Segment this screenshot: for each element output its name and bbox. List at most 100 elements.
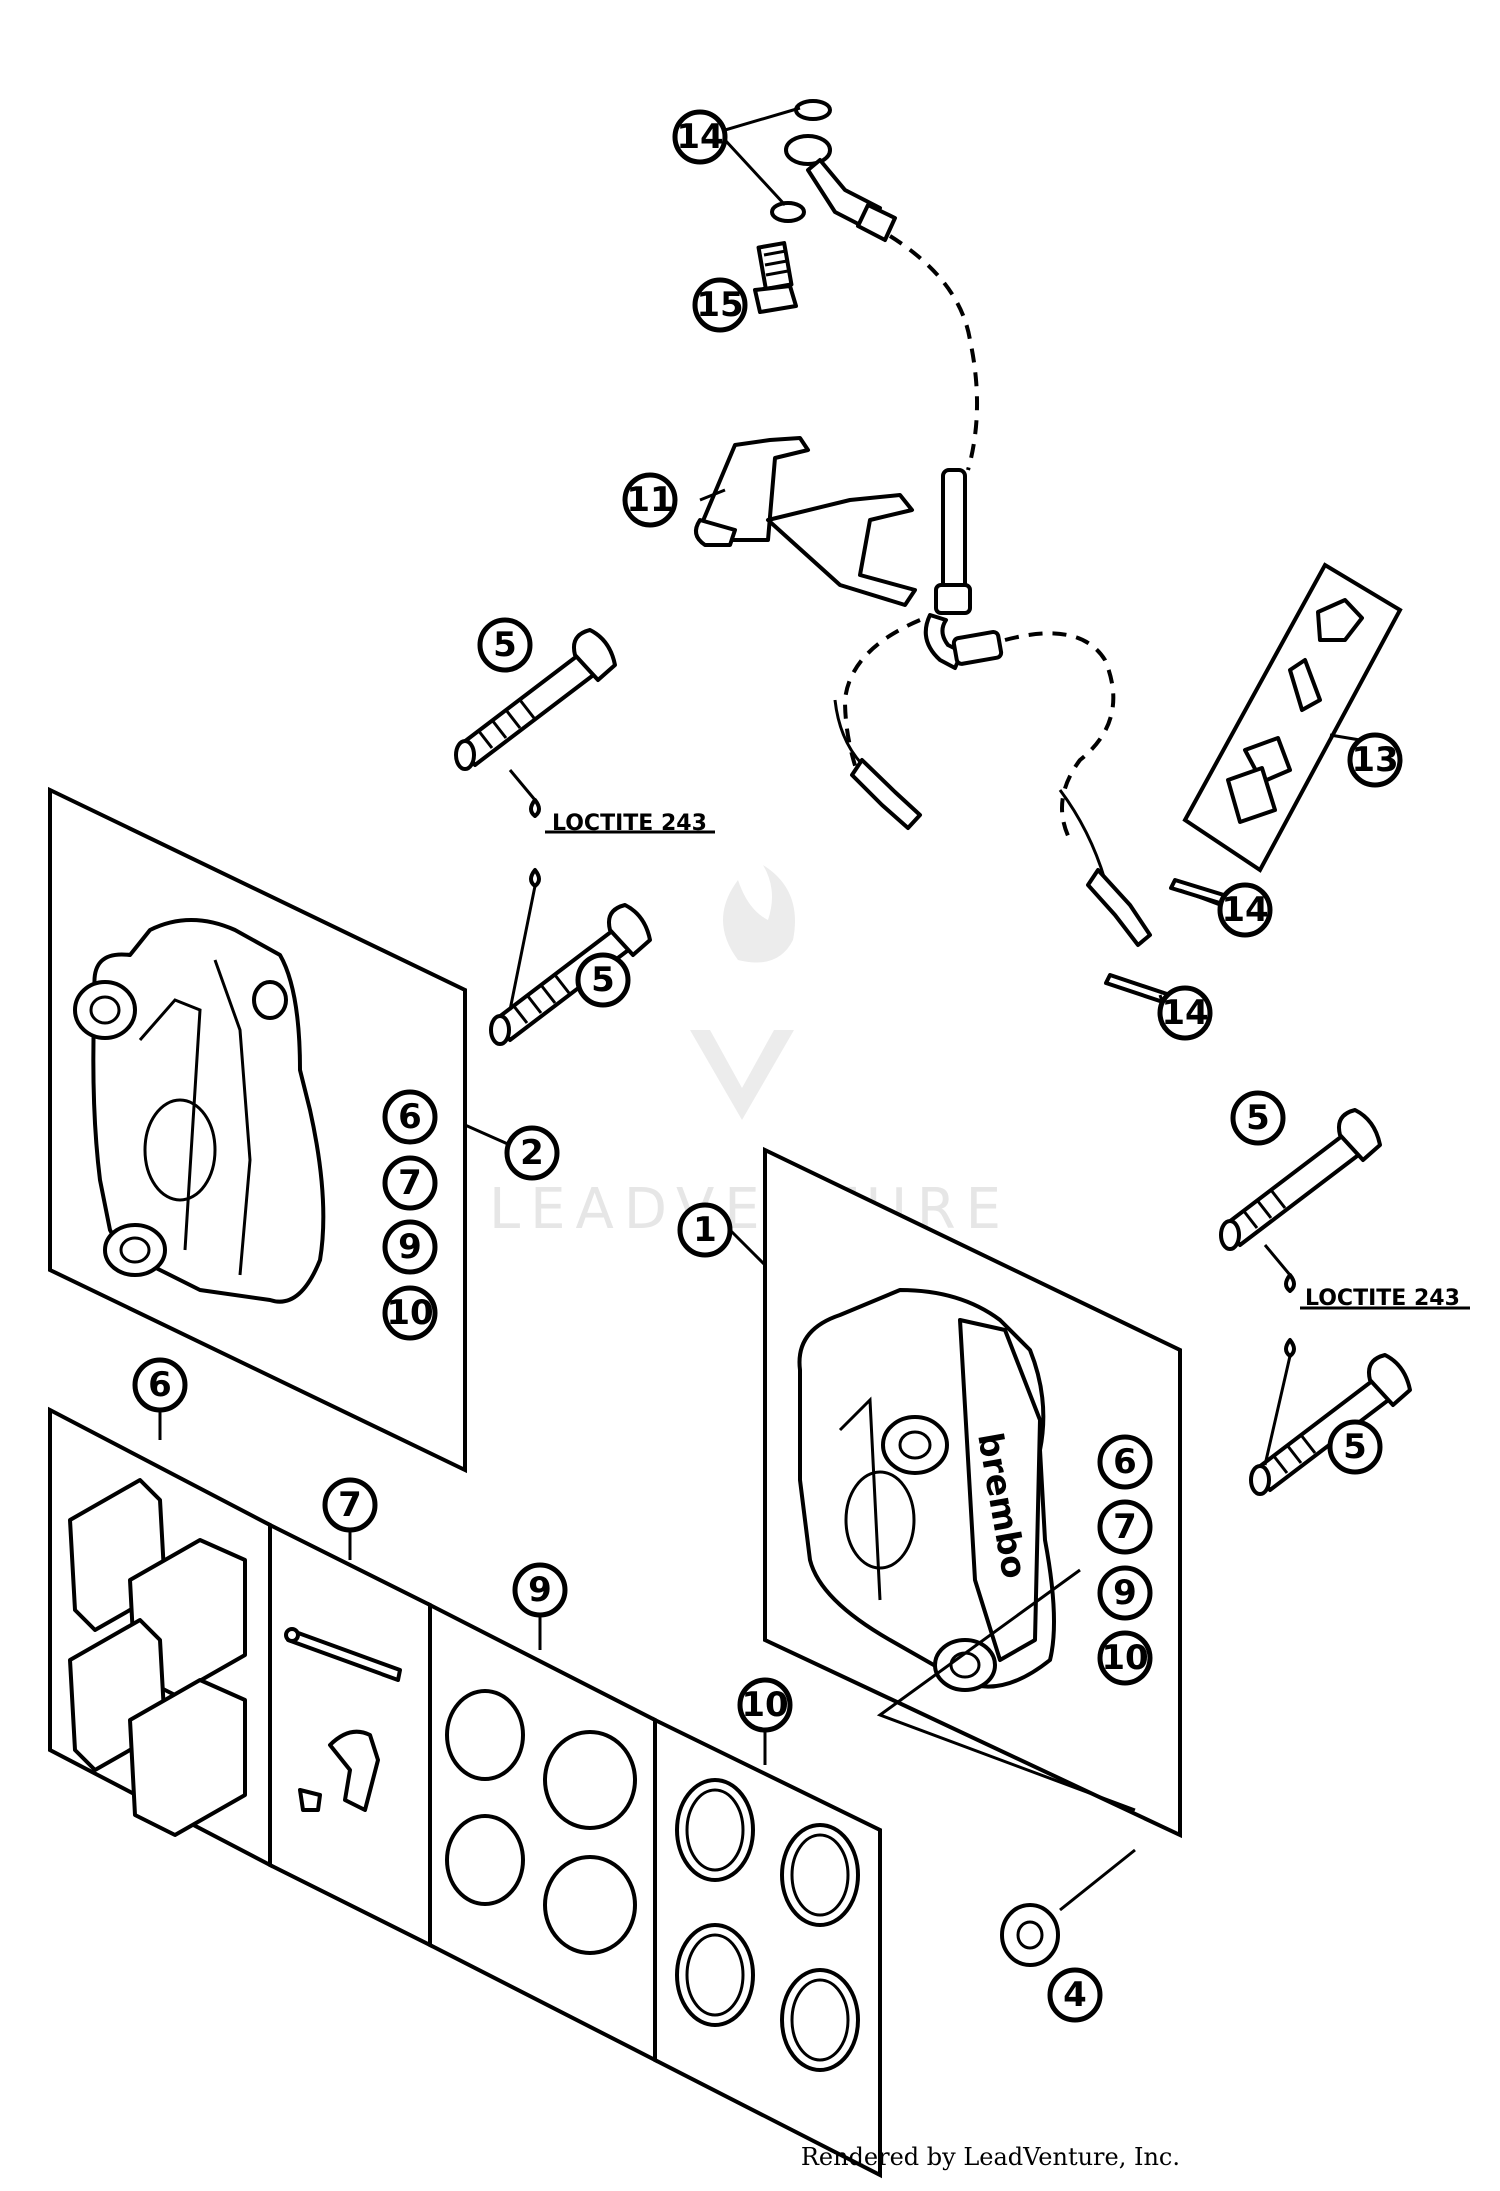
- caliper-left-mount-top: [73, 980, 137, 1040]
- brake-hose-left-dashed: [842, 618, 921, 781]
- sealing-washer-upper: [794, 99, 832, 121]
- caliper-left-detail-2: [213, 959, 252, 1276]
- svg-text:9: 9: [398, 1227, 422, 1267]
- callout-5-lower-left[interactable]: 5: [575, 952, 631, 1008]
- hose-ferrule-left: [850, 758, 922, 830]
- hose-bracket-clip: [694, 518, 737, 547]
- hose-ferrule-right: [1086, 868, 1152, 947]
- callout-1[interactable]: 1: [677, 1202, 733, 1258]
- piston-2: [543, 1730, 637, 1830]
- svg-text:2: 2: [520, 1133, 544, 1173]
- callout-5-upper-left[interactable]: 5: [477, 617, 533, 673]
- callout-15[interactable]: 15: [692, 277, 748, 333]
- caliper-right-group: brembo: [763, 1146, 1182, 1839]
- banjo-bolt: [753, 241, 798, 314]
- svg-text:10: 10: [741, 1685, 788, 1725]
- caliper-right-piston-window: [844, 1470, 916, 1570]
- hose-bracket-right: [766, 493, 917, 607]
- callout-14-top[interactable]: 14: [672, 109, 728, 165]
- callout-9-left[interactable]: 9: [382, 1219, 438, 1275]
- seal-1: [675, 1778, 755, 1882]
- loctite-left-leaders: [508, 769, 715, 1011]
- callout-11[interactable]: 11: [622, 472, 678, 528]
- caliper-left-detail-1: [138, 998, 202, 1251]
- loctite-right-leaders: [1263, 1244, 1470, 1466]
- callout-4[interactable]: 4: [1047, 1967, 1103, 2023]
- callout-14-mid[interactable]: 14: [1217, 882, 1273, 938]
- bleeder-kit: [1182, 562, 1403, 873]
- caliper-left-mount-bottom: [103, 1223, 167, 1277]
- svg-text:9: 9: [528, 1570, 552, 1610]
- callout-6-right[interactable]: 6: [1097, 1434, 1153, 1490]
- svg-text:7: 7: [398, 1163, 422, 1203]
- loctite-drop-right-upper: [1284, 1273, 1296, 1293]
- brake-pad-4: [128, 1678, 247, 1837]
- callout-10-right[interactable]: 10: [1097, 1630, 1153, 1686]
- callout-6-left[interactable]: 6: [382, 1089, 438, 1145]
- callout-2[interactable]: 2: [504, 1125, 560, 1181]
- callout-7-right[interactable]: 7: [1097, 1499, 1153, 1555]
- callout-9-right[interactable]: 9: [1097, 1565, 1153, 1621]
- loctite-note-right: LOCTITE 243: [1305, 1286, 1460, 1311]
- bleeder-kit-panel: [1182, 562, 1403, 873]
- render-credit: Rendered by LeadVenture, Inc.: [801, 2143, 1180, 2171]
- spacer: [1000, 1848, 1136, 1967]
- svg-text:10: 10: [386, 1293, 433, 1333]
- piston-1: [445, 1689, 525, 1781]
- sealing-washer-lower: [770, 201, 806, 223]
- callout-5-upper-right[interactable]: 5: [1230, 1090, 1286, 1146]
- caliper-right-mount-bottom: [933, 1638, 997, 1692]
- bleeder-valve: [1288, 658, 1322, 712]
- bleeder-bolt-thread: [1226, 766, 1277, 824]
- watermark: LEADVENTURE: [489, 865, 1001, 1242]
- hose-ferrule-top: [856, 203, 897, 242]
- svg-text:7: 7: [338, 1485, 362, 1525]
- callout-5-lower-right[interactable]: 5: [1327, 1419, 1383, 1475]
- svg-text:5: 5: [591, 960, 615, 1000]
- caliper-right-mount-top: [881, 1415, 949, 1475]
- brake-hose-upper: [888, 234, 979, 471]
- callout-9-kit[interactable]: 9: [512, 1562, 568, 1618]
- svg-text:5: 5: [1343, 1427, 1367, 1467]
- bolt-upper-right: [1219, 1108, 1382, 1251]
- loctite-drop-left-lower: [529, 868, 541, 888]
- bleeder-cap: [1316, 598, 1364, 642]
- callout-10-kit[interactable]: 10: [737, 1677, 793, 1733]
- splitter-block: [934, 583, 972, 615]
- svg-text:13: 13: [1351, 740, 1398, 780]
- piston-3: [445, 1814, 525, 1906]
- brake-hose-right: [1058, 789, 1107, 881]
- seal-3: [675, 1923, 755, 2027]
- svg-text:7: 7: [1113, 1507, 1137, 1547]
- caliper-left-piston-window: [143, 1098, 217, 1202]
- svg-text:14: 14: [1161, 993, 1208, 1033]
- bolt-lower-right: [1249, 1353, 1412, 1496]
- svg-text:11: 11: [626, 480, 673, 520]
- svg-text:1: 1: [693, 1210, 717, 1250]
- pad-clip: [298, 1788, 322, 1812]
- caliper-right-leader: [876, 1568, 1136, 1812]
- callout-13[interactable]: 13: [1347, 732, 1403, 788]
- caliper-right-arm: [958, 1318, 1042, 1662]
- pad-spring: [328, 1729, 380, 1812]
- callout-10-left[interactable]: 10: [382, 1285, 438, 1341]
- svg-text:6: 6: [148, 1365, 172, 1405]
- svg-text:15: 15: [696, 285, 743, 325]
- callout-7-left[interactable]: 7: [382, 1155, 438, 1211]
- caliper-left-group: [48, 786, 467, 1474]
- svg-text:6: 6: [1113, 1442, 1137, 1482]
- brake-hose-assembly: [694, 99, 1152, 947]
- callout-14-low[interactable]: 14: [1157, 985, 1213, 1041]
- svg-text:6: 6: [398, 1097, 422, 1137]
- svg-text:4: 4: [1063, 1975, 1087, 2015]
- svg-text:9: 9: [1113, 1573, 1137, 1613]
- svg-text:10: 10: [1101, 1638, 1148, 1678]
- callout-7-kit[interactable]: 7: [322, 1477, 378, 1533]
- piston-4: [543, 1855, 637, 1955]
- callout-leaders: [158, 106, 1361, 1765]
- callout-6-kit[interactable]: 6: [132, 1357, 188, 1413]
- svg-text:14: 14: [676, 117, 723, 157]
- banjo-fitting: [784, 134, 832, 166]
- caliper-right-detail-1: [838, 1396, 882, 1601]
